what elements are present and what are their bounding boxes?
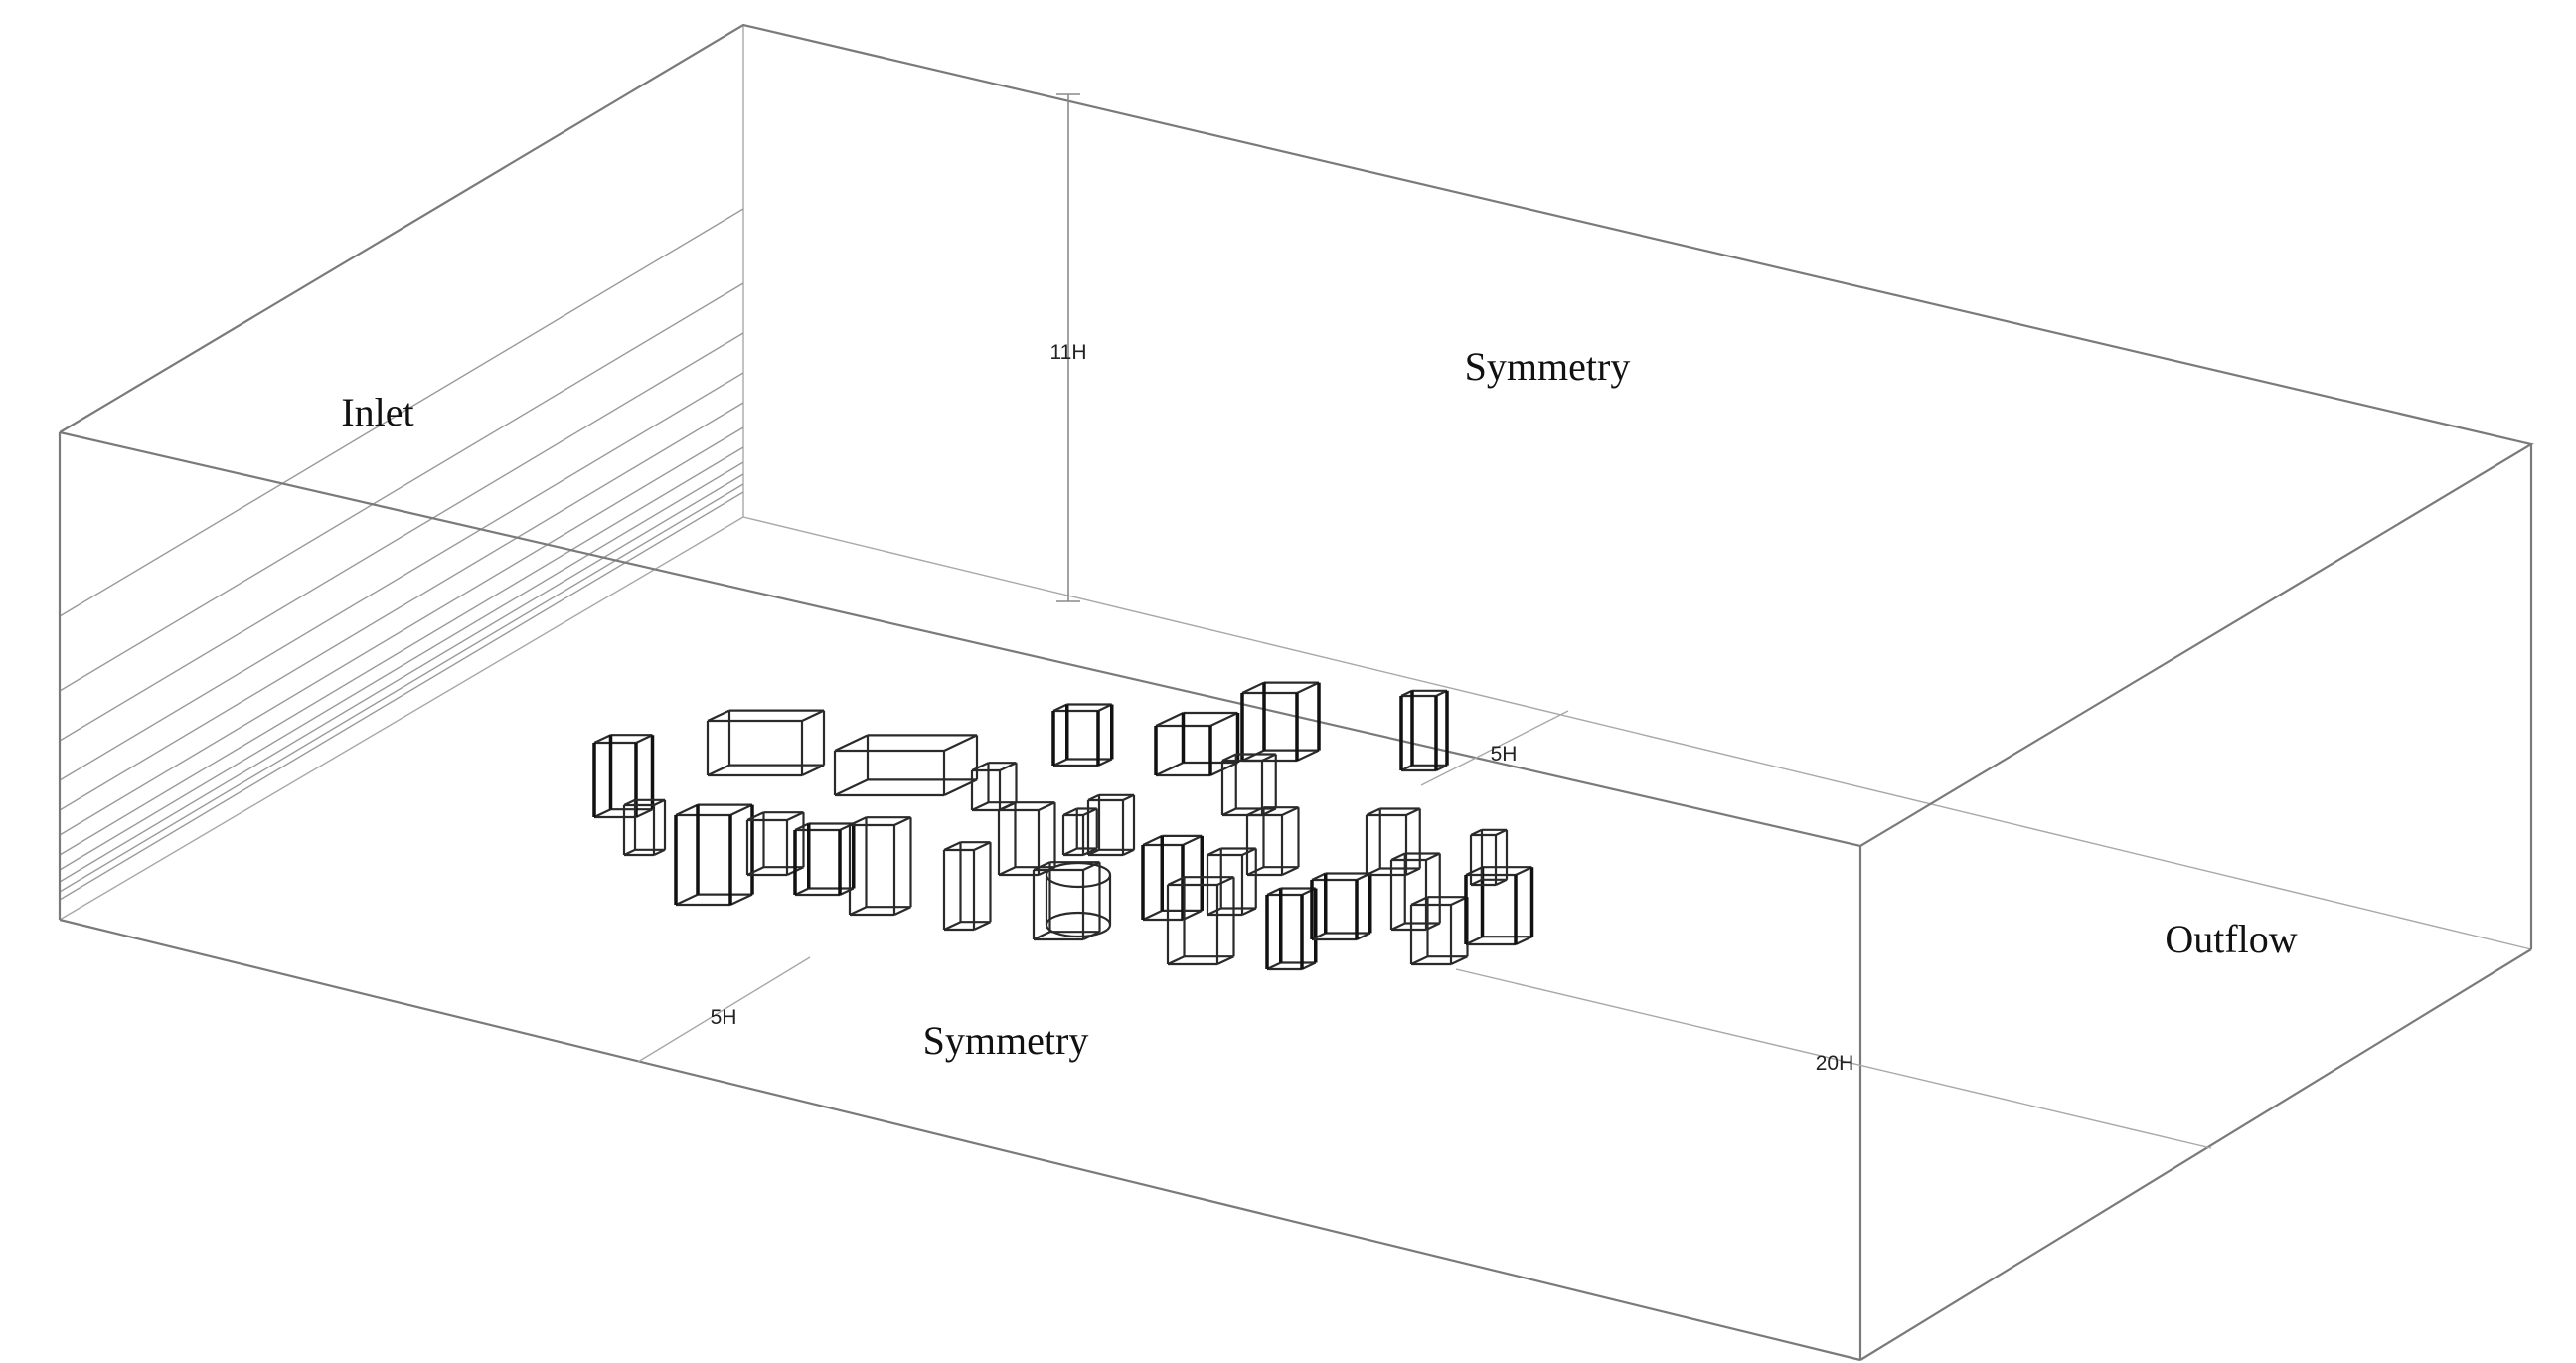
building-cluster [592,681,1534,971]
top-symmetry-label: Symmetry [1465,344,1631,389]
building [1061,807,1098,857]
downstream-dimension-line [1455,968,2212,1149]
building [1154,711,1240,777]
inlet-profile-line [59,491,744,901]
building [1389,852,1441,932]
inlet-label: Inlet [341,390,413,434]
domain-box-edges [58,23,2534,1362]
bottom-symmetry-label: Symmetry [923,1018,1089,1063]
upstream-dimension-label: 5H [711,1006,737,1029]
building [1265,887,1318,971]
building [1220,753,1277,817]
building [1032,861,1101,941]
building [1245,806,1300,877]
building [1206,847,1257,917]
building [622,798,667,857]
inlet-profile-line [59,332,744,742]
inlet-profile-line [59,483,744,893]
building [1166,876,1235,966]
building [833,734,979,797]
dimension-lines [637,93,2212,1149]
inlet-profile-line [59,402,744,811]
lateral-dimension-line [1420,710,1569,786]
inlet-profile-line [59,372,744,781]
building [1051,703,1114,767]
domain-back-edges [59,25,2532,950]
inlet-profile-line [59,473,744,883]
building [674,803,754,907]
building [793,822,856,897]
building [592,734,655,819]
outflow-label: Outflow [2165,917,2297,961]
height-dimension-label: 11H [1050,341,1087,364]
building [1409,896,1469,966]
inlet-profile-line [59,446,744,856]
inlet-profile-line [59,282,744,692]
cylindrical-building [1045,861,1112,938]
lateral-dimension-label: 5H [1491,743,1518,766]
building [1365,807,1421,877]
building [1310,872,1372,941]
inlet-profile-lines [59,208,744,901]
inlet-profile-line [59,461,744,871]
building [1141,834,1204,922]
building [1469,828,1509,887]
building [848,816,912,917]
building [1086,793,1136,857]
building [706,709,826,777]
upstream-dimension-line [637,956,811,1063]
downstream-dimension-label: 20H [1816,1052,1854,1075]
building [1399,689,1449,772]
building [970,762,1018,812]
building [1240,681,1321,763]
building [942,841,992,932]
inlet-profile-line [59,208,744,617]
inlet-profile-line [59,426,744,836]
